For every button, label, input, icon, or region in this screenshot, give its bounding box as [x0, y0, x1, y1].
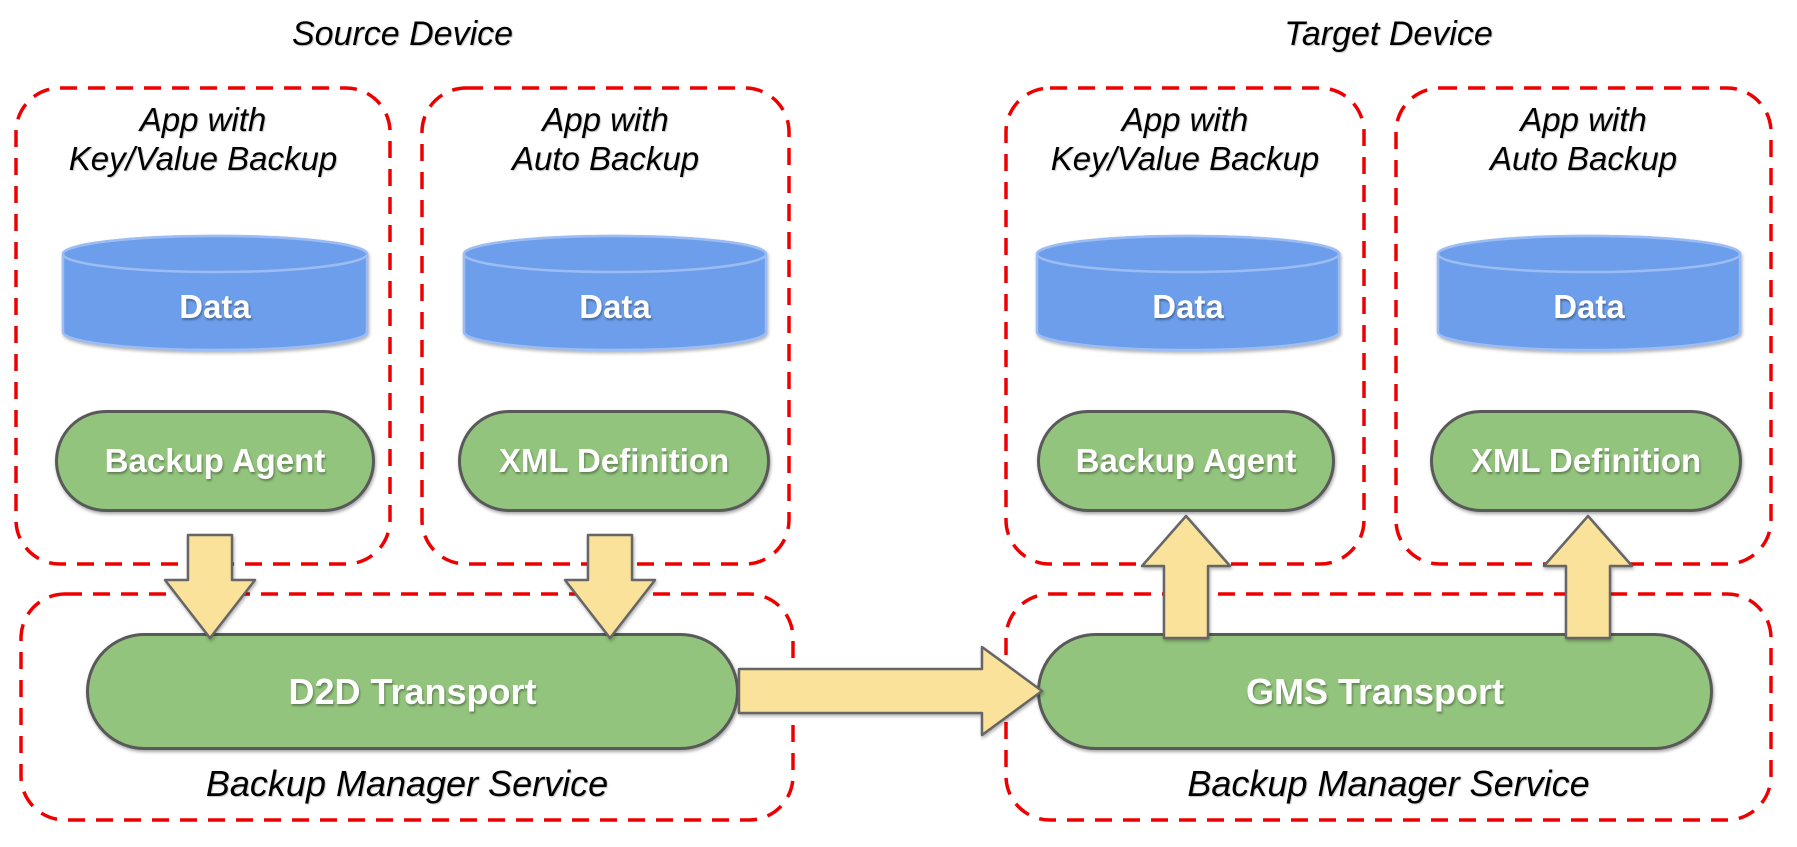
app-label-line1: App with	[1520, 101, 1647, 138]
source-app-auto-label: App with Auto Backup	[422, 100, 789, 178]
pill-label: XML Definition	[498, 442, 730, 479]
target-app-auto-label: App with Auto Backup	[1396, 100, 1771, 178]
app-label-line1: App with	[139, 101, 267, 138]
source-backup-manager-label: Backup Manager Service	[205, 763, 609, 804]
target-keyvalue-data-label: Data	[1152, 288, 1224, 325]
app-label-line2: Auto Backup	[1489, 140, 1678, 177]
arrow-gms-to-xml-definition	[1542, 514, 1634, 640]
app-label-line2: Key/Value Backup	[68, 140, 338, 177]
source-xml-definition-pill: XML Definition	[458, 410, 770, 512]
arrow-backup-agent-to-d2d	[163, 533, 257, 640]
arrow-gms-to-backup-agent	[1140, 514, 1232, 640]
gms-transport-pill: GMS Transport	[1037, 633, 1713, 750]
source-auto-data-label: Data	[579, 288, 651, 325]
target-auto-data-label: Data	[1553, 288, 1625, 325]
source-app-keyvalue-label: App with Key/Value Backup	[16, 100, 390, 178]
pill-label: Backup Agent	[104, 442, 326, 479]
target-device-title: Target Device	[1284, 15, 1493, 53]
target-app-keyvalue-label: App with Key/Value Backup	[1006, 100, 1364, 178]
source-keyvalue-data-label: Data	[179, 288, 251, 325]
arrow-xml-definition-to-d2d	[563, 533, 657, 640]
transport-label: GMS Transport	[1245, 670, 1505, 712]
pill-label: XML Definition	[1470, 442, 1702, 479]
source-backup-agent-pill: Backup Agent	[55, 410, 375, 512]
app-label-line2: Key/Value Backup	[1050, 140, 1320, 177]
app-label-line1: App with	[542, 101, 669, 138]
pill-label: Backup Agent	[1075, 442, 1297, 479]
arrow-d2d-to-gms	[737, 645, 1044, 737]
source-device-title: Source Device	[291, 15, 514, 53]
app-label-line2: Auto Backup	[511, 140, 700, 177]
app-label-line1: App with	[1121, 101, 1249, 138]
transport-label: D2D Transport	[288, 670, 537, 712]
target-backup-agent-pill: Backup Agent	[1037, 410, 1335, 512]
target-backup-manager-label: Backup Manager Service	[1187, 763, 1590, 804]
target-xml-definition-pill: XML Definition	[1430, 410, 1742, 512]
d2d-transport-pill: D2D Transport	[86, 633, 739, 750]
